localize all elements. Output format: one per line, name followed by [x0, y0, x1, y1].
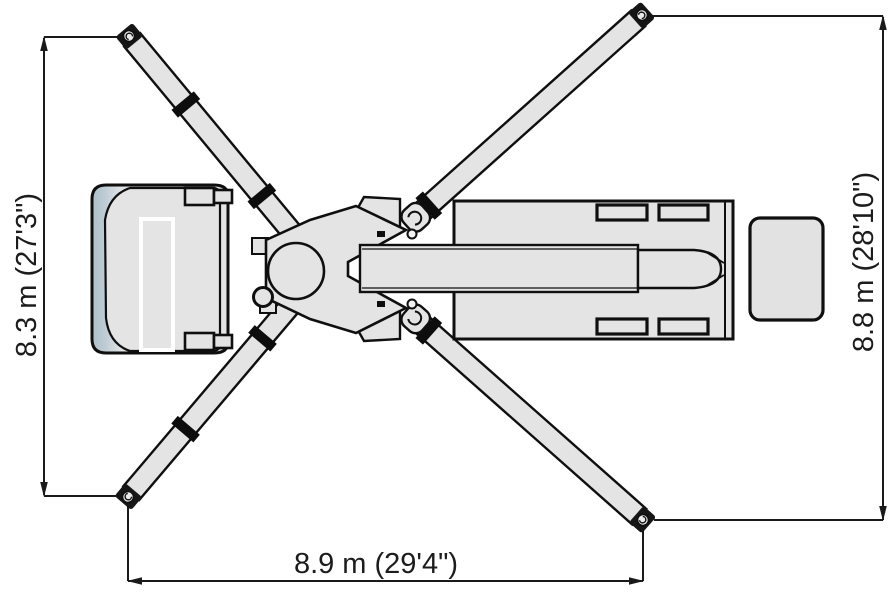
cab-roof — [103, 186, 222, 353]
cab-mirror-bottom — [183, 331, 216, 352]
beam-clamp — [400, 201, 432, 233]
arrow-down-icon — [879, 506, 887, 521]
beam-clamp — [400, 303, 432, 335]
turntable-ring — [266, 241, 326, 301]
arrow-down-icon — [40, 482, 48, 497]
cab-mirror-top-outer — [212, 188, 234, 205]
boom-head — [636, 248, 723, 290]
outrigger-foot-bottom-left — [115, 484, 141, 509]
arrow-up-icon — [40, 36, 48, 51]
cab-mirror-top — [183, 186, 216, 207]
bed-box — [595, 203, 649, 222]
cab-mirror-bottom-outer — [212, 333, 234, 350]
arrow-left-icon — [127, 577, 142, 585]
dim-right-label: 8.8 m (28'10") — [848, 172, 880, 352]
dimension-bottom: 8.9 m (29'4") — [127, 506, 644, 585]
outrigger-foot-bottom-right — [630, 507, 656, 533]
arrow-up-icon — [879, 15, 887, 30]
dimension-right: 8.8 m (28'10") — [650, 15, 887, 521]
turret-body — [264, 204, 409, 335]
clamp-pivot-top — [406, 228, 418, 240]
clamp-pivot-bottom — [406, 298, 418, 310]
boom — [358, 243, 725, 294]
truck-cab — [90, 183, 234, 355]
bed-box — [595, 317, 649, 336]
turret-pivot — [252, 286, 274, 308]
outrigger-beam-bottom-right — [400, 303, 648, 527]
bed-box — [657, 317, 710, 336]
bed-box — [657, 203, 710, 222]
platform-basket — [748, 216, 825, 322]
cab-sunroof — [139, 217, 175, 352]
outrigger-foot-top-left — [116, 24, 142, 49]
turret — [251, 204, 409, 335]
dimension-left: 8.3 m (27'3") — [11, 36, 120, 497]
dim-left-label: 8.3 m (27'3") — [11, 193, 43, 357]
outrigger-foot-top-right — [629, 2, 655, 28]
outrigger-beam-top-right — [400, 8, 647, 233]
dim-bottom-label: 8.9 m (29'4") — [294, 548, 458, 580]
arrow-right-icon — [629, 577, 644, 585]
